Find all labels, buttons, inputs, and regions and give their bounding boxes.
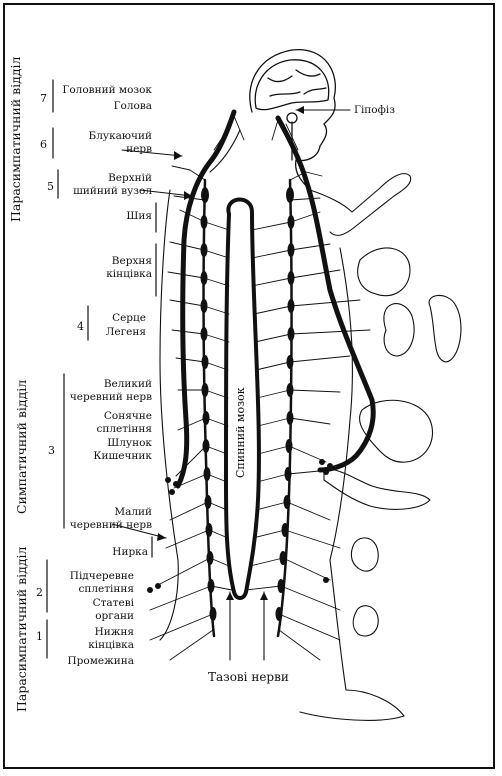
- group-number-4: 4: [77, 320, 84, 333]
- label-vagus-1: Блукаючий: [88, 130, 152, 142]
- section-parasympathetic-bottom: Парасимпатичний відділ: [14, 546, 29, 713]
- organs: [323, 247, 462, 637]
- label-lower-limb-1: Нижня: [94, 626, 134, 638]
- pointer-lines: [111, 109, 351, 661]
- label-head: Голова: [113, 100, 152, 112]
- label-cervical-2: шийний вузол: [73, 185, 152, 197]
- label-greater-splanchnic-2: черевний нерв: [69, 391, 152, 403]
- label-intestine: Кишечник: [93, 450, 152, 462]
- label-neck: Шия: [126, 210, 152, 222]
- label-vagus-2: нерв: [126, 143, 152, 155]
- group-number-1: 1: [36, 630, 43, 643]
- label-kidney: Нирка: [112, 546, 148, 558]
- thick-nerves: [175, 109, 376, 489]
- label-lesser-splanchnic-1: Малий: [114, 506, 152, 518]
- group-number-6: 6: [40, 138, 47, 151]
- head-outline: [249, 49, 336, 191]
- label-solar-plexus-1: Сонячне: [103, 410, 152, 422]
- label-lungs: Легеня: [105, 326, 146, 338]
- label-heart: Серце: [112, 312, 146, 324]
- arrowheads: [157, 106, 304, 600]
- label-cervical-1: Верхній: [108, 172, 152, 184]
- label-spinal-cord: Спинний мозок: [234, 387, 247, 478]
- ganglia: [147, 187, 333, 621]
- label-hypogastric-1: Підчеревне: [69, 570, 134, 582]
- label-hypogastric-2: сплетіння: [78, 583, 134, 595]
- label-lower-limb-2: кінцівка: [88, 639, 134, 651]
- group-number-2: 2: [36, 586, 43, 599]
- label-brain: Головний мозок: [62, 84, 152, 96]
- label-genital-1: Статеві: [92, 597, 134, 609]
- group-number-5: 5: [47, 180, 54, 193]
- label-lesser-splanchnic-2: черевний нерв: [69, 519, 152, 531]
- section-sympathetic: Симпатичний відділ: [14, 379, 29, 514]
- label-stomach: Шлунок: [107, 437, 152, 449]
- spinal-cord: [224, 197, 261, 600]
- group-number-3: 3: [48, 444, 55, 457]
- section-brackets: [46, 79, 157, 659]
- sympathetic-chains: [202, 178, 293, 638]
- label-upper-limb-2: кінцівка: [106, 268, 152, 280]
- label-upper-limb-1: Верхня: [111, 255, 152, 267]
- label-perineum: Промежина: [67, 655, 135, 667]
- label-genital-2: органи: [95, 610, 134, 622]
- label-pituitary: Гіпофіз: [354, 104, 395, 116]
- section-parasympathetic-top: Парасимпатичний відділ: [8, 56, 23, 223]
- label-solar-plexus-2: сплетіння: [96, 423, 152, 435]
- body-outline: [159, 129, 412, 721]
- cranial-branches: [171, 111, 323, 201]
- label-pelvic-nerves: Тазові нерви: [208, 670, 289, 684]
- figure-frame: [3, 3, 495, 769]
- group-number-7: 7: [40, 92, 47, 105]
- label-greater-splanchnic-1: Великий: [103, 378, 152, 390]
- nerve-rami: [149, 209, 371, 661]
